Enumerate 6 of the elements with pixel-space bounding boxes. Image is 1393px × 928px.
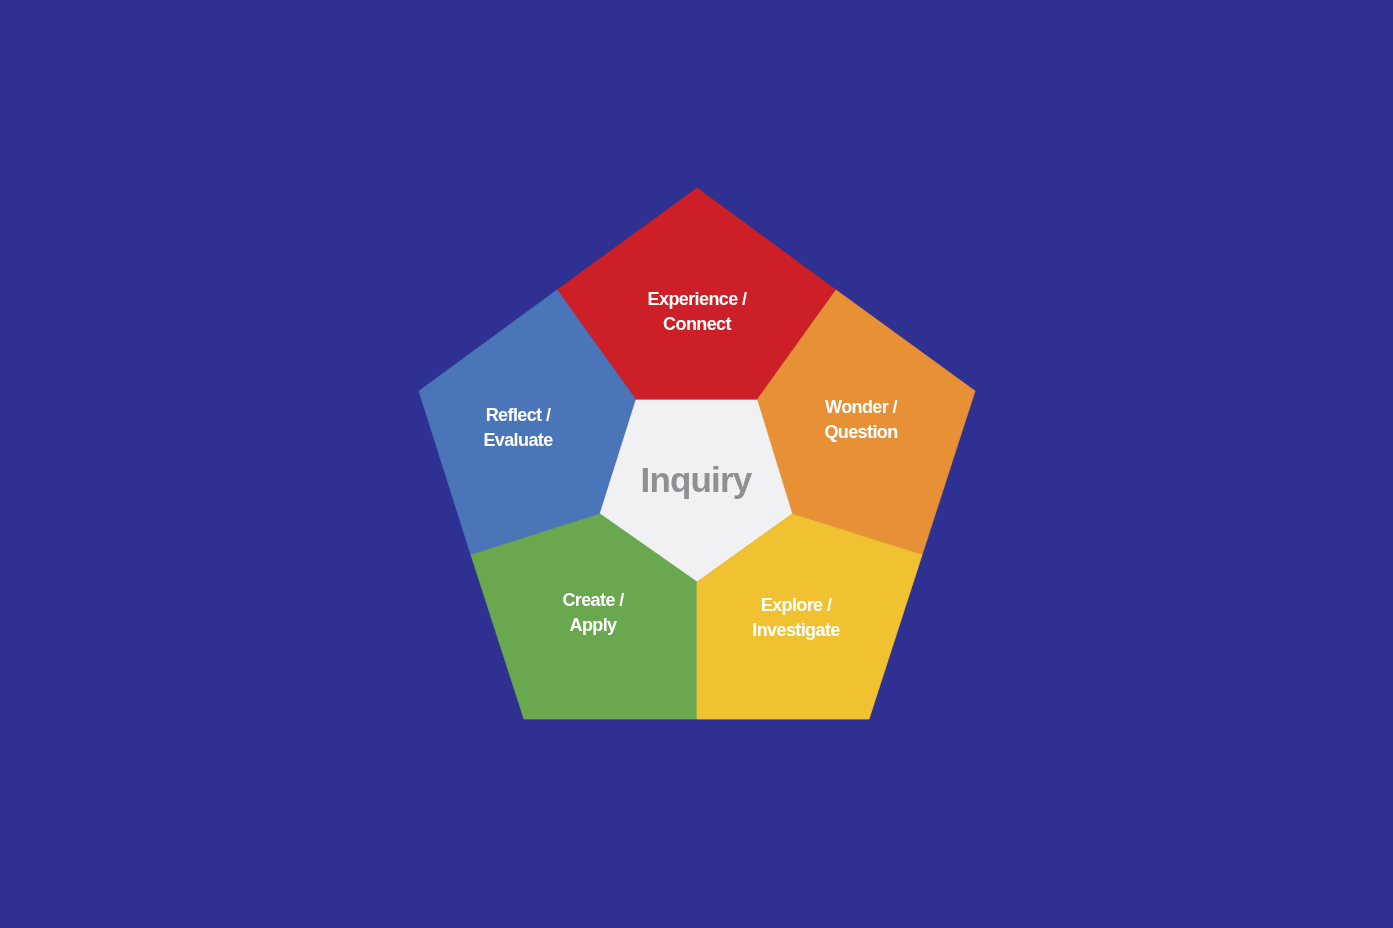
segment-label: Reflect / Evaluate: [482, 404, 554, 452]
segment-label: Wonder / Question: [823, 396, 899, 444]
center-label: Inquiry: [639, 460, 753, 500]
segment-label: Create / Apply: [561, 589, 625, 637]
segment-label: Experience / Connect: [646, 288, 748, 336]
segment-label: Explore / Investigate: [751, 594, 841, 642]
